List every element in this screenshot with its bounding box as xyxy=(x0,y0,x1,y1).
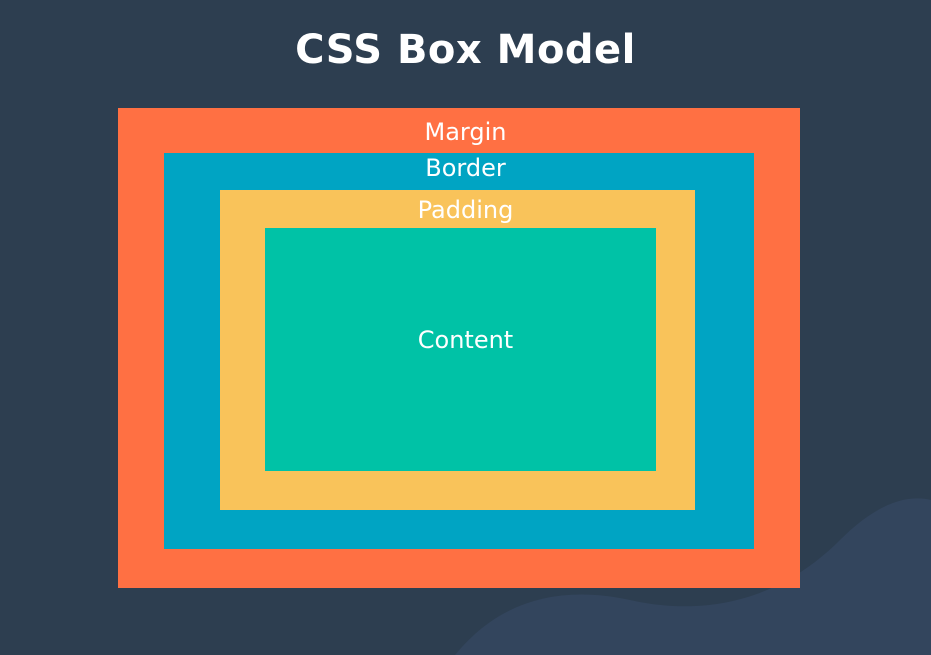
content-box xyxy=(265,228,656,471)
page-title: CSS Box Model xyxy=(295,27,636,73)
margin-label: Margin xyxy=(424,118,507,146)
content-label: Content xyxy=(417,326,514,354)
padding-label: Padding xyxy=(417,196,514,224)
border-label: Border xyxy=(425,154,506,182)
